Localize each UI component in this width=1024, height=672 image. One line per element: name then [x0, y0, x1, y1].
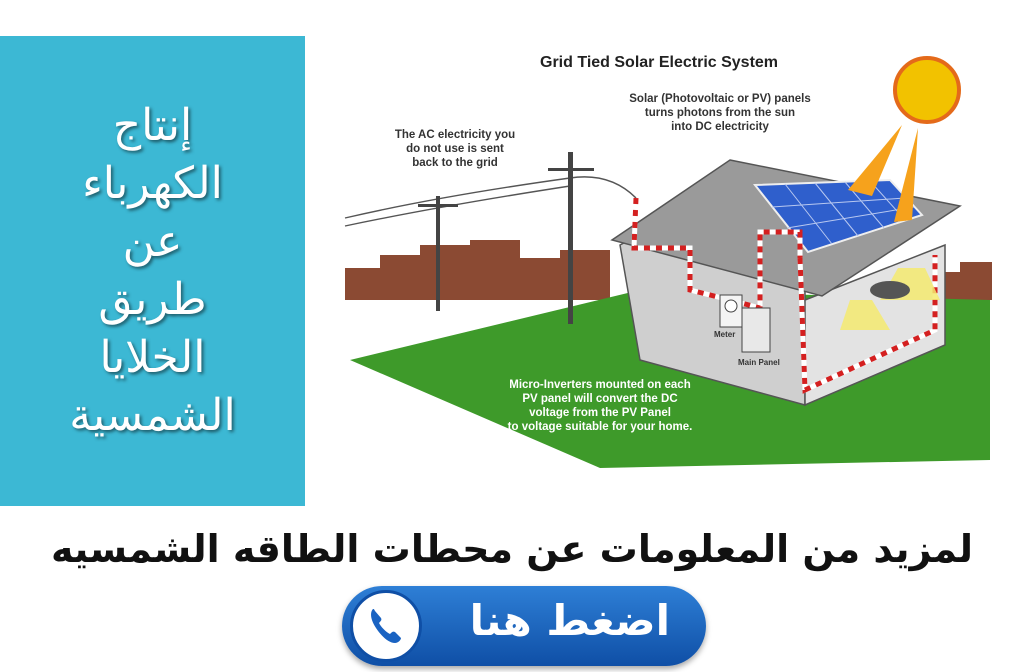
side-line-1: إنتاج: [112, 100, 193, 151]
pole-crossarm: [418, 204, 458, 207]
side-line-4: طريق: [98, 274, 207, 325]
note-grid-line: do not use is sent: [406, 143, 504, 155]
pv-panel-grid: [771, 180, 915, 245]
phone-icon: [350, 590, 422, 662]
lamp-light-beam: [840, 300, 890, 330]
label-meter: Meter: [714, 330, 736, 339]
meter-dial: [724, 299, 738, 313]
note-grid-line: The AC electricity you: [394, 129, 516, 141]
note-inverters: Micro-Inverters mounted on each PV panel…: [490, 378, 710, 434]
note-panels-line: turns photons from the sun: [644, 107, 796, 119]
sun-ray: [848, 125, 902, 196]
power-line: [569, 176, 637, 199]
pole-crossarm: [548, 168, 594, 171]
note-panels-line: Solar (Photovoltaic or PV) panels: [629, 93, 811, 105]
side-panel-text: إنتاج الكهرباء عن طريق الخلايا الشمسية: [0, 36, 305, 506]
note-inverters-line: Micro-Inverters mounted on each: [509, 379, 691, 391]
solar-system-diagram: [344, 56, 992, 468]
click-here-button[interactable]: اضغط هنا: [342, 586, 706, 666]
note-grid-line: back to the grid: [412, 157, 498, 169]
side-line-2: الكهرباء: [82, 158, 223, 209]
click-here-label: اضغط هنا: [469, 596, 670, 645]
sun: [893, 56, 961, 124]
power-line: [344, 177, 571, 219]
note-panels: Solar (Photovoltaic or PV) panels turns …: [620, 92, 820, 134]
note-inverters-line: to voltage suitable for your home.: [507, 421, 693, 433]
diagram-title: Grid Tied Solar Electric System: [540, 54, 779, 71]
tv-appliance: [870, 281, 910, 299]
note-inverters-line: voltage from the PV Panel: [529, 407, 671, 419]
note-panels-line: into DC electricity: [671, 121, 769, 133]
utility-pole-right: [568, 152, 573, 324]
side-panel: [0, 36, 305, 506]
city-skyline: [345, 240, 610, 300]
note-grid: The AC electricity you do not use is sen…: [375, 128, 535, 170]
sun-ray: [894, 128, 918, 222]
label-main-panel: Main Panel: [738, 358, 780, 367]
side-line-6: الشمسية: [69, 390, 236, 441]
main-panel-box: [741, 307, 771, 353]
side-line-5: الخلايا: [99, 332, 206, 383]
headline: لمزيد من المعلومات عن محطات الطاقه الشمس…: [51, 527, 973, 571]
utility-pole-left: [436, 196, 440, 311]
note-inverters-line: PV panel will convert the DC: [522, 393, 678, 405]
side-line-3: عن: [122, 216, 183, 267]
